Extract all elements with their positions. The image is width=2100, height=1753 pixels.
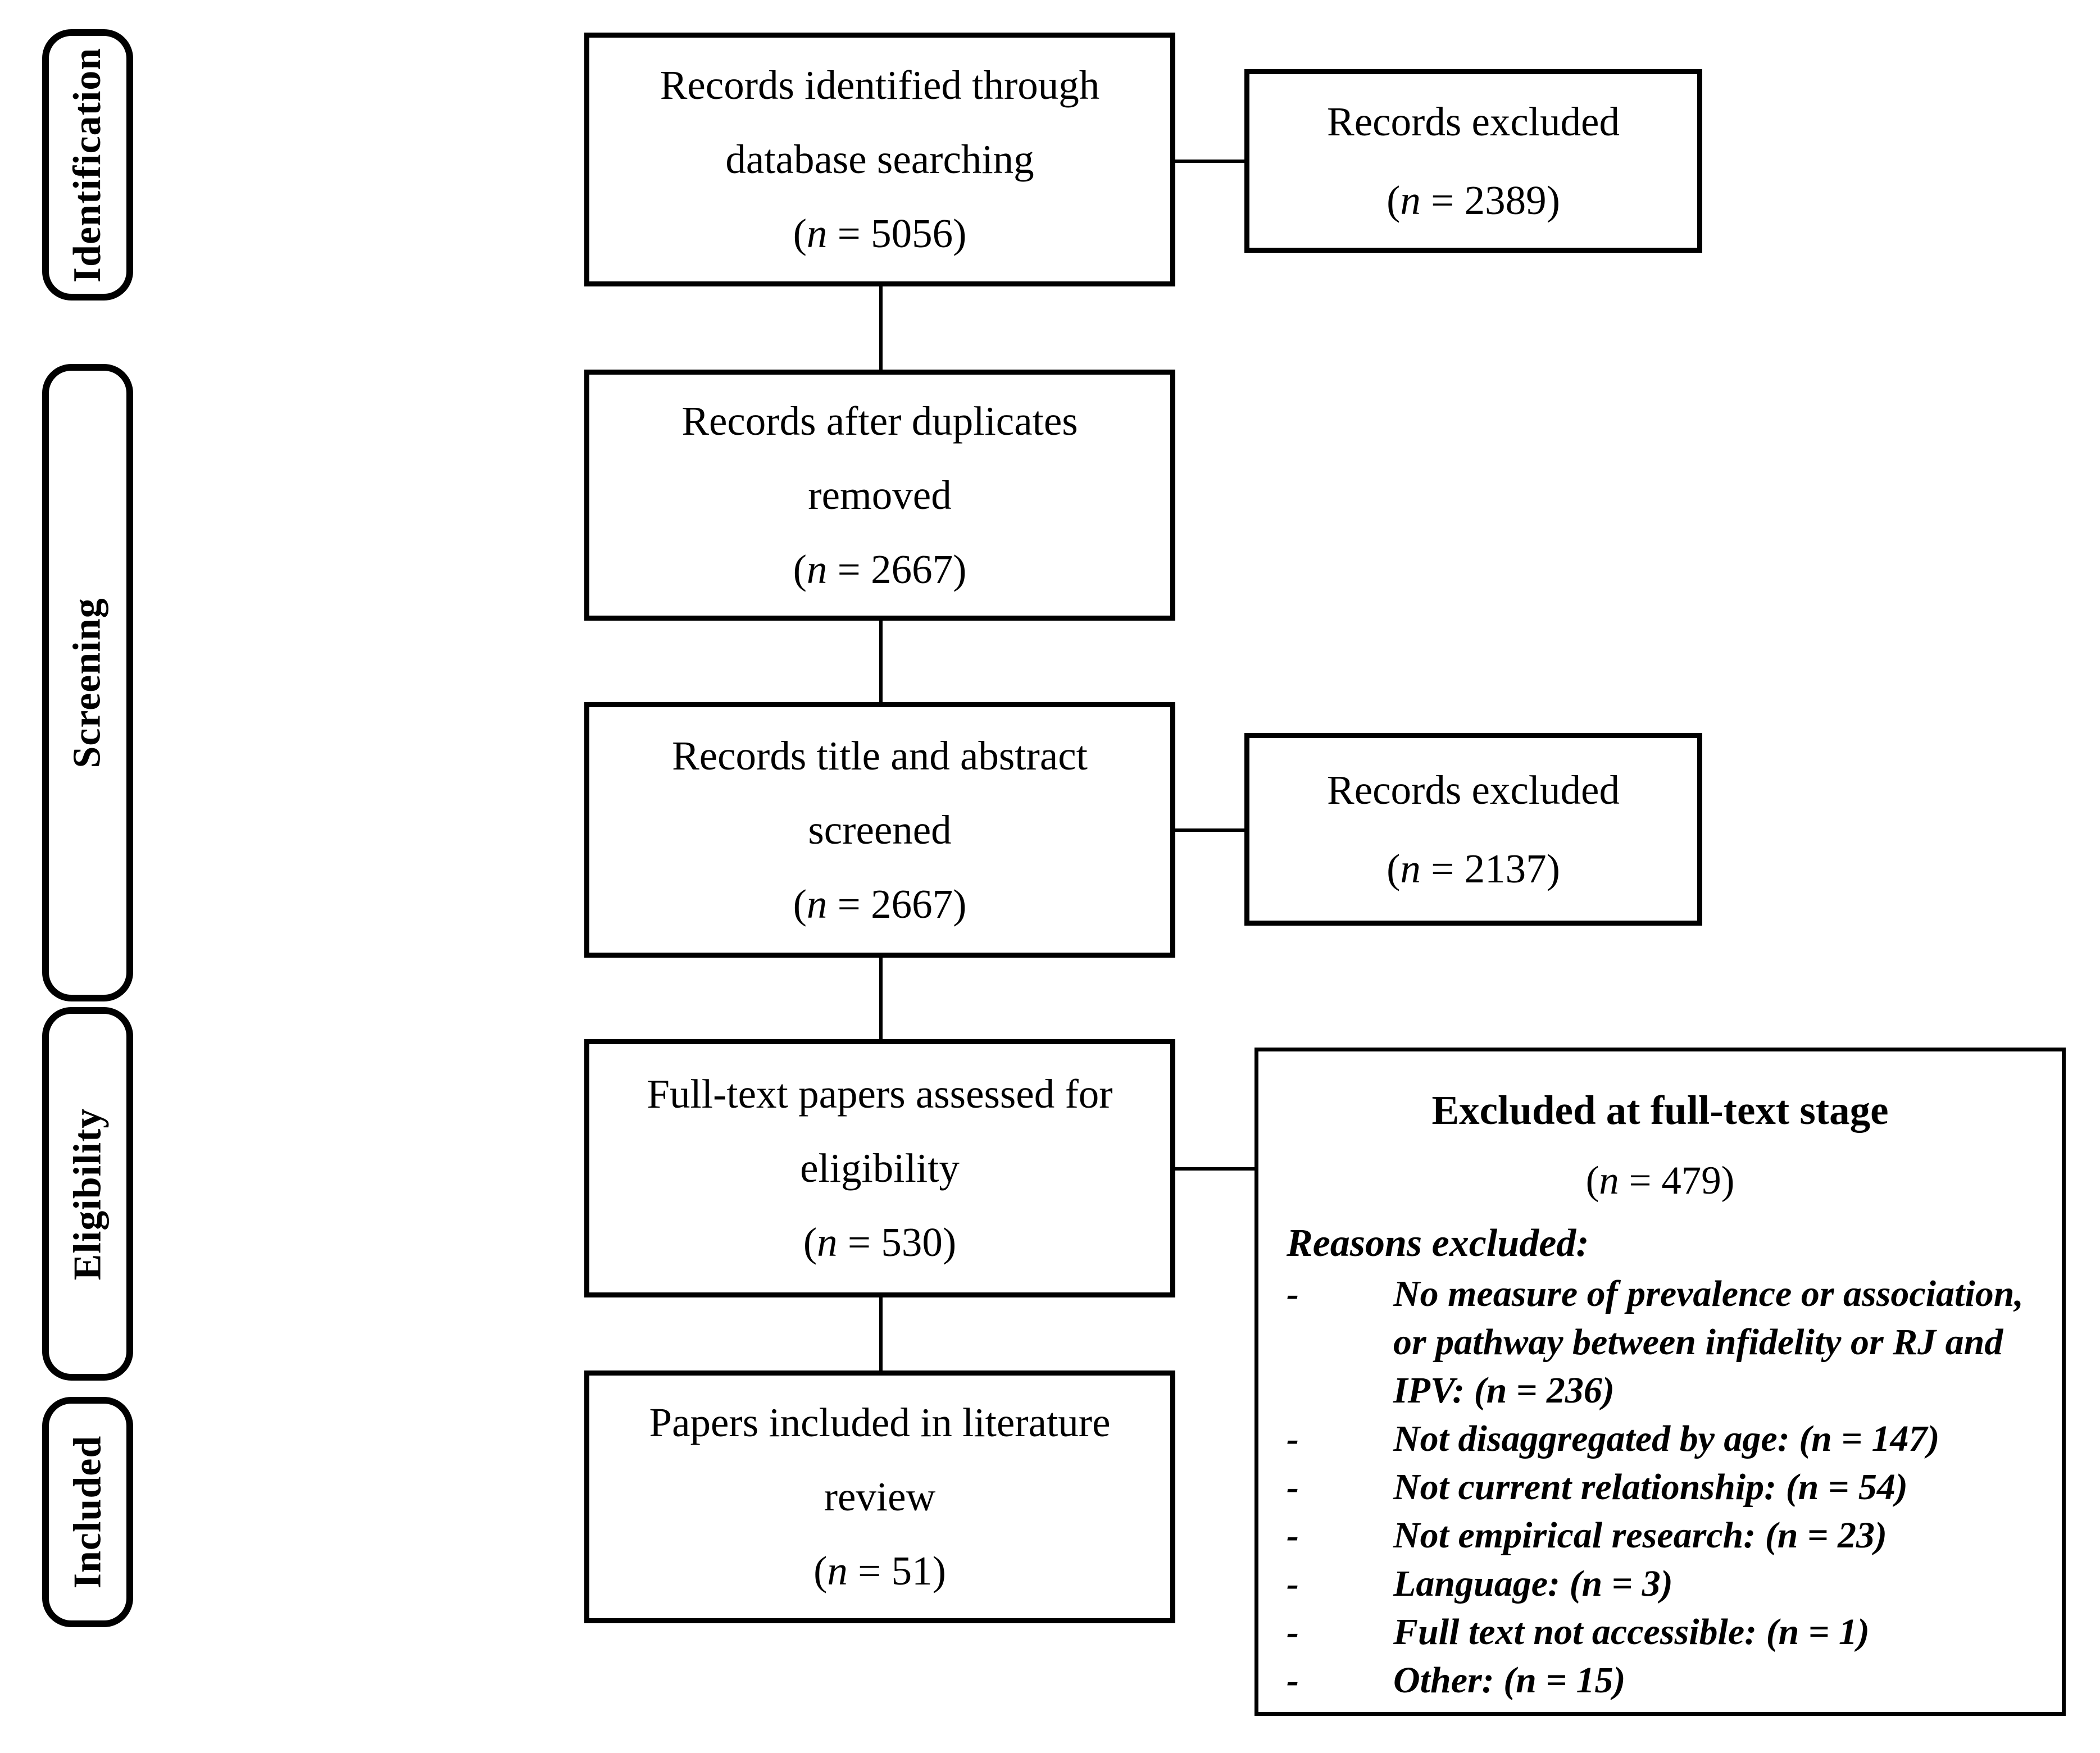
exclusion-reason-item: - Not disaggregated by age: (n = 147) <box>1287 1415 2034 1463</box>
exclusion-reason-item: - Full text not accessible: (n = 1) <box>1287 1608 2034 1656</box>
exclusion-reason-text: Not empirical research: (n = 23) <box>1393 1515 1888 1556</box>
box-text-line: Records title and abstract <box>672 732 1088 778</box>
stage-label-identification: Identification <box>42 29 133 300</box>
stage-label-included: Included <box>42 1397 133 1627</box>
connector-down-3 <box>879 958 883 1039</box>
box-count: (n = 5056) <box>793 211 967 256</box>
box-text-line: Full-text papers assessed for <box>647 1071 1113 1117</box>
box-text-line: removed <box>808 472 952 518</box>
connector-right-1 <box>1175 160 1244 163</box>
box-text-line: eligibility <box>800 1145 960 1191</box>
box-count: (n = 2137) <box>1387 845 1560 891</box>
bullet-dash: - <box>1287 1418 1299 1459</box>
exclusion-reason-text: Language: (n = 3) <box>1393 1563 1673 1604</box>
box-text-line: Records excluded <box>1327 98 1620 144</box>
stage-label-text: Screening <box>66 597 110 768</box>
flow-box-duplicates-removed: Records after duplicates removed (n = 26… <box>584 370 1175 621</box>
stage-label-text: Included <box>66 1435 109 1589</box>
flow-box-fulltext-assessed: Full-text papers assessed for eligibilit… <box>584 1039 1175 1297</box>
bullet-dash: - <box>1287 1467 1299 1508</box>
exclusion-reason-item: - Other: (n = 15) <box>1287 1656 2034 1705</box>
box-text-line: review <box>824 1474 936 1519</box>
bullet-dash: - <box>1287 1563 1299 1604</box>
exclusion-reason-text: Full text not accessible: (n = 1) <box>1393 1611 1870 1652</box>
exclusion-reason-text: Other: (n = 15) <box>1393 1660 1626 1701</box>
excluded-box-identification: Records excluded (n = 2389) <box>1244 69 1702 253</box>
bullet-dash: - <box>1287 1515 1299 1556</box>
exclusion-reasons-label: Reasons excluded: <box>1287 1222 1589 1265</box>
stage-label-screening: Screening <box>42 364 133 1001</box>
exclusion-reason-item: - Not current relationship: (n = 54) <box>1287 1463 2034 1511</box>
connector-right-2 <box>1175 828 1244 832</box>
flow-box-title-abstract-screened: Records title and abstract screened (n =… <box>584 702 1175 958</box>
stage-label-eligibility: Eligibility <box>42 1007 133 1381</box>
box-count: (n = 2389) <box>1387 177 1560 223</box>
exclusion-reason-text: No measure of prevalence or association,… <box>1393 1273 2024 1411</box>
flow-box-papers-included: Papers included in literature review (n … <box>584 1370 1175 1623</box>
excluded-box-screening: Records excluded (n = 2137) <box>1244 733 1702 926</box>
connector-down-1 <box>879 286 883 370</box>
box-text-line: Records excluded <box>1327 767 1620 813</box>
box-text-line: screened <box>808 807 952 853</box>
flow-box-records-identified: Records identified through database sear… <box>584 33 1175 286</box>
exclusion-reason-item: - No measure of prevalence or associatio… <box>1287 1270 2034 1415</box>
bullet-dash: - <box>1287 1611 1299 1652</box>
box-text-line: Records identified through <box>660 62 1100 108</box>
exclusion-reason-text: Not current relationship: (n = 54) <box>1393 1467 1908 1508</box>
box-count: (n = 530) <box>803 1219 957 1265</box>
box-text-line: Papers included in literature <box>649 1400 1111 1445</box>
box-count: (n = 2667) <box>793 881 967 927</box>
box-count: (n = 51) <box>813 1548 946 1593</box>
bullet-dash: - <box>1287 1660 1299 1701</box>
exclusion-reason-item: - Not empirical research: (n = 23) <box>1287 1511 2034 1560</box>
box-text-line: Records after duplicates <box>681 398 1078 444</box>
exclusion-reason-item: - Language: (n = 3) <box>1287 1560 2034 1608</box>
box-text-line: database searching <box>725 136 1034 182</box>
bullet-dash: - <box>1287 1273 1299 1314</box>
stage-label-text: Eligibility <box>66 1108 109 1280</box>
box-count: (n = 2667) <box>793 546 967 592</box>
exclusion-reasons-list: - No measure of prevalence or associatio… <box>1287 1270 2034 1705</box>
connector-down-2 <box>879 621 883 702</box>
connector-right-3 <box>1175 1167 1254 1171</box>
exclusion-reason-text: Not disaggregated by age: (n = 147) <box>1393 1418 1940 1459</box>
fulltext-exclusion-box: Excluded at full-text stage (n = 479) Re… <box>1254 1048 2066 1716</box>
exclusion-box-count: (n = 479) <box>1585 1159 1735 1203</box>
exclusion-box-title: Excluded at full-text stage <box>1431 1087 1889 1133</box>
stage-label-text: Identification <box>66 47 110 283</box>
connector-down-4 <box>879 1297 883 1370</box>
